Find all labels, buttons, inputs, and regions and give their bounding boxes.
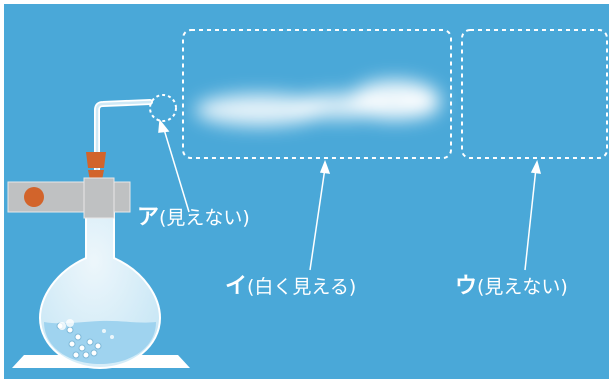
steam-cloud-icon [195,80,440,126]
label-i-text: (白く見える) [247,276,357,298]
label-u-text: (見えない) [477,276,568,298]
region-i-outline [182,29,452,159]
label-i-letter: イ [225,274,248,299]
label-u-letter: ウ [455,274,478,299]
flask-icon [38,189,162,370]
label-i: イ(白く見える) [225,276,356,298]
label-a: ア(見えない) [137,207,250,229]
label-u: ウ(見えない) [455,276,568,298]
label-a-text: (見えない) [159,207,250,229]
region-u-outline [461,29,608,159]
region-a-outline [149,94,177,122]
label-a-letter: ア [137,205,160,230]
clamp-icon [7,177,131,219]
arrow-icon [158,119,542,271]
